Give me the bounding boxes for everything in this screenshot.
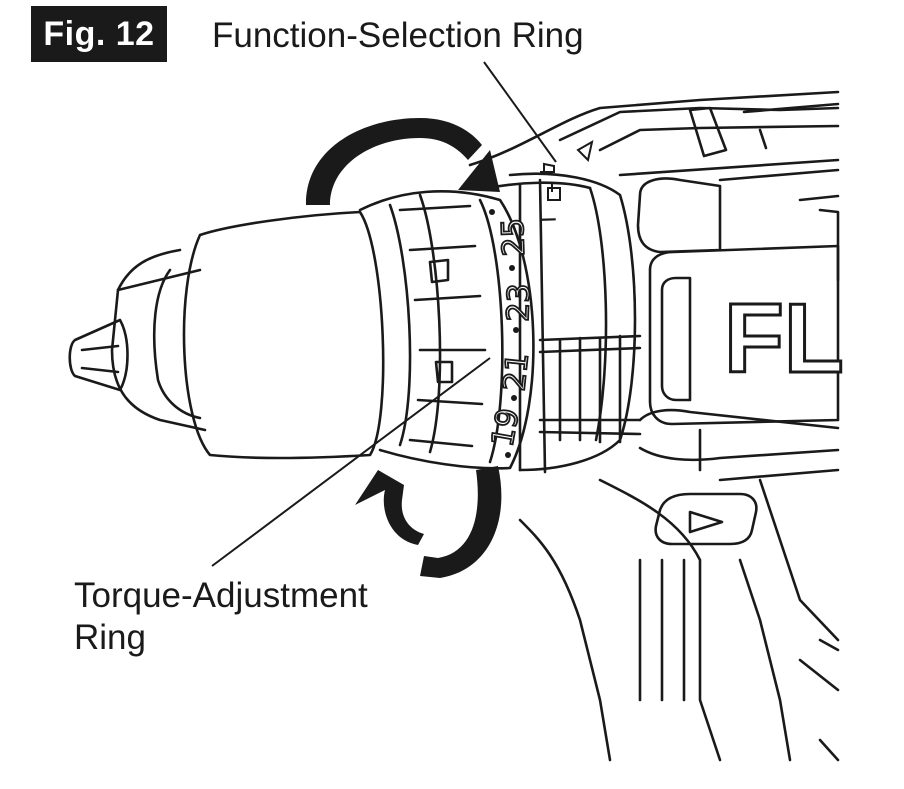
- dial-dot: [511, 395, 517, 401]
- screwdriver-mode-icon: T: [537, 212, 563, 228]
- torque-dial-number: 25: [496, 218, 532, 257]
- dial-dot: [509, 265, 515, 271]
- hammer-mode-icon: [540, 162, 555, 173]
- function-ring-symbols: T: [537, 140, 594, 228]
- leader-line-function-ring: [483, 61, 557, 163]
- leader-line-torque-ring: [211, 357, 491, 567]
- drill-mode-icon: [547, 184, 561, 201]
- drill-body: [468, 90, 840, 762]
- torque-label-line2: Ring: [74, 618, 146, 657]
- selector-pointer-icon: [576, 140, 594, 162]
- function-selection-ring-label: Function-Selection Ring: [212, 16, 584, 55]
- torque-label-line1: Torque-Adjustment: [74, 576, 368, 615]
- torque-dial-number: 23: [501, 283, 537, 322]
- rotation-arrow-bottom: [355, 466, 502, 578]
- dial-dot: [489, 209, 495, 215]
- function-selection-ring[interactable]: [486, 172, 637, 474]
- torque-dial-numbers: 19 21 23 25: [485, 209, 538, 458]
- dial-dot: [513, 327, 519, 333]
- chuck: [68, 210, 385, 460]
- torque-dial-number: 19: [485, 406, 526, 450]
- brand-logo: FL: [724, 283, 844, 393]
- rotation-arrow-top: [305, 118, 500, 205]
- torque-dial-number: 21: [497, 351, 536, 393]
- figure-label: Fig. 12: [31, 6, 167, 62]
- torque-adjustment-ring-label: Torque-Adjustment Ring: [74, 575, 368, 659]
- dial-dot: [505, 452, 511, 458]
